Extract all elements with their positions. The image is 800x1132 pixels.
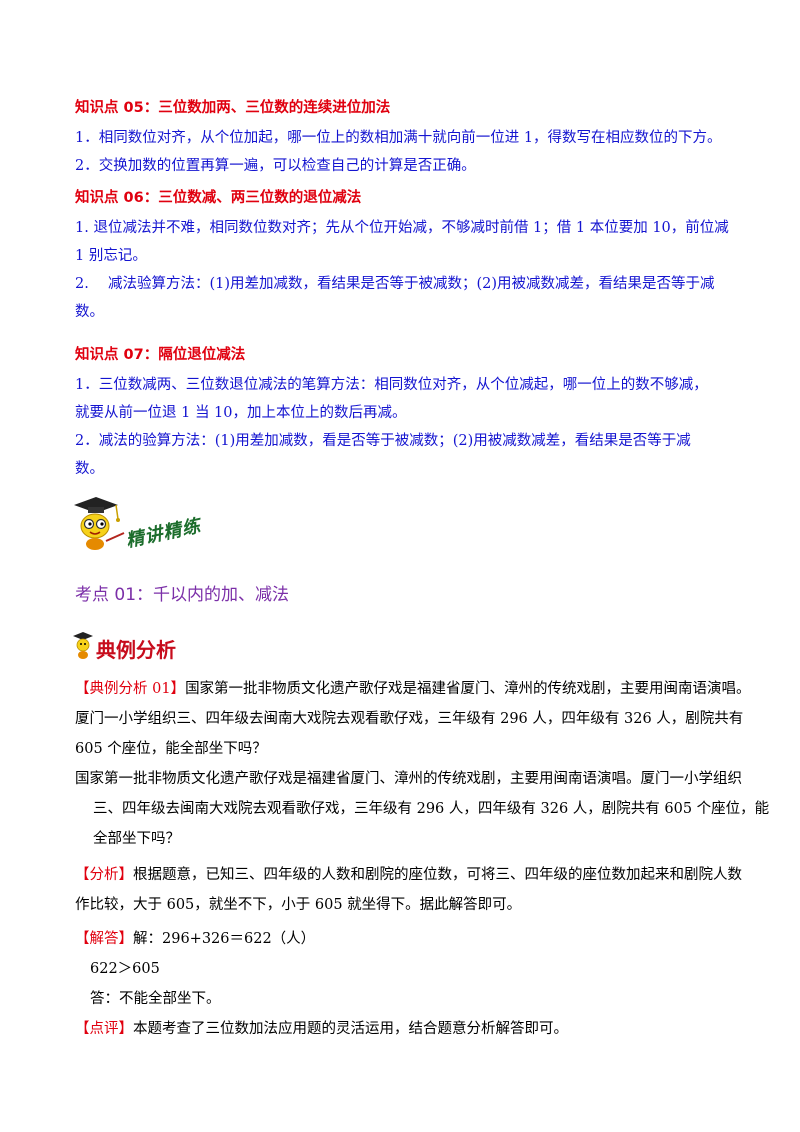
answer-tag: 【解答】 [75, 931, 133, 947]
example-line-5: 三、四年级去闽南大戏院去观看歌仔戏，三年级有 296 人，四年级有 326 人，… [93, 801, 770, 817]
k07-line-3: 2．减法的验算方法：(1)用差加减数，看是否等于被减数；(2)用被减数减差，看结… [75, 433, 691, 449]
section-body-k07: 1．三位数减两、三位数退位减法的笔算方法：相同数位对齐，从个位减起，哪一位上的数… [75, 371, 735, 483]
dianli-label: 典例分析 [96, 638, 176, 662]
comment-line-1: 【点评】本题考查了三位数加法应用题的灵活运用，结合题意分析解答即可。 [75, 1014, 755, 1044]
answer-line-1-text: 解：296+326＝622（人） [133, 931, 316, 947]
k06-line-2: 1 别忘记。 [75, 248, 147, 264]
jingjiang-label: 精讲精练 [124, 515, 203, 552]
example-tag: 【典例分析 01】 [75, 681, 186, 697]
answer-block: 【解答】解：296+326＝622（人） 622＞605 答：不能全部坐下。 [75, 924, 755, 1014]
answer-line-1: 【解答】解：296+326＝622（人） [75, 924, 755, 954]
k05-line-2: 2．交换加数的位置再算一遍，可以检查自己的计算是否正确。 [75, 158, 476, 174]
jingjiang-logo: 精讲精练 [68, 493, 218, 558]
example-line-2: 厦门一小学组织三、四年级去闽南大戏院去观看歌仔戏，三年级有 296 人，四年级有… [75, 711, 744, 727]
example-line-1: 【典例分析 01】国家第一批非物质文化遗产歌仔戏是福建省厦门、漳州的传统戏剧，主… [75, 674, 755, 704]
section-title-k07: 知识点 07：隔位退位减法 [75, 347, 246, 363]
analysis-tag: 【分析】 [75, 867, 133, 883]
section-title-k05: 知识点 05：三位数加两、三位数的连续进位加法 [75, 100, 391, 116]
example-line-1-text: 国家第一批非物质文化遗产歌仔戏是福建省厦门、漳州的传统戏剧，主要用闽南语演唱。 [185, 681, 751, 697]
comment-tag: 【点评】 [75, 1021, 133, 1037]
k06-line-3: 2. 减法验算方法：(1)用差加减数，看结果是否等于被减数；(2)用被减数减差，… [75, 276, 715, 292]
k07-line-1: 1．三位数减两、三位数退位减法的笔算方法：相同数位对齐，从个位减起，哪一位上的数… [75, 377, 708, 393]
section-body-k05: 1．相同数位对齐，从个位加起，哪一位上的数相加满十就向前一位进 1，得数写在相应… [75, 124, 735, 180]
k07-line-2: 就要从前一位退 1 当 10，加上本位上的数后再减。 [75, 405, 407, 421]
analysis-line-2: 作比较，大于 605，就坐不下，小于 605 就坐得下。据此解答即可。 [75, 897, 522, 913]
section-title-k06: 知识点 06：三位数减、两三位数的退位减法 [75, 190, 362, 206]
graduate-small-icon [73, 632, 93, 659]
answer-line-2: 622＞605 [90, 961, 160, 977]
graduate-mascot-icon [74, 497, 125, 550]
example-line-3: 605 个座位，能全部坐下吗？ [75, 741, 267, 757]
example-line-4: 国家第一批非物质文化遗产歌仔戏是福建省厦门、漳州的传统戏剧，主要用闽南语演唱。厦… [75, 771, 742, 787]
analysis-line-1: 【分析】根据题意，已知三、四年级的人数和剧院的座位数，可将三、四年级的座位数加起… [75, 860, 755, 890]
analysis-block: 【分析】根据题意，已知三、四年级的人数和剧院的座位数，可将三、四年级的座位数加起… [75, 860, 755, 920]
k07-line-4: 数。 [75, 461, 104, 477]
k06-line-1: 1. 退位减法并不难，相同数位数对齐；先从个位开始减，不够减时前借 1；借 1 … [75, 220, 729, 236]
k05-line-1: 1．相同数位对齐，从个位加起，哪一位上的数相加满十就向前一位进 1，得数写在相应… [75, 130, 722, 146]
section-body-k06: 1. 退位减法并不难，相同数位数对齐；先从个位开始减，不够减时前借 1；借 1 … [75, 214, 735, 326]
example-line-6: 全部坐下吗？ [93, 831, 180, 847]
dianli-logo: 典例分析 [72, 628, 192, 664]
k06-line-4: 数。 [75, 304, 104, 320]
analysis-line-1-text: 根据题意，已知三、四年级的人数和剧院的座位数，可将三、四年级的座位数加起来和剧院… [133, 867, 742, 883]
example-block: 【典例分析 01】国家第一批非物质文化遗产歌仔戏是福建省厦门、漳州的传统戏剧，主… [75, 674, 770, 854]
kaodian-title: 考点 01：千以内的加、减法 [75, 585, 290, 605]
answer-line-3: 答：不能全部坐下。 [90, 991, 221, 1007]
comment-block: 【点评】本题考查了三位数加法应用题的灵活运用，结合题意分析解答即可。 [75, 1014, 755, 1044]
comment-line-1-text: 本题考查了三位数加法应用题的灵活运用，结合题意分析解答即可。 [133, 1021, 568, 1037]
